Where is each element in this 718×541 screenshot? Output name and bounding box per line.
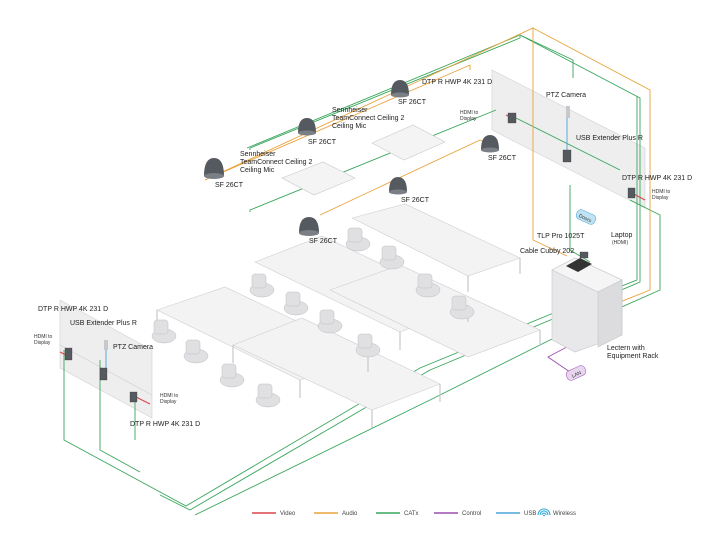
legend-item-video: Video [252,511,296,517]
laptop-device [566,258,592,272]
ceiling-speaker-4 [204,158,224,179]
chair [379,245,405,270]
legend-item-control: Control [434,511,481,517]
legend-item-audio: Audio [314,511,358,517]
dtp-left-bottom-label: DTP R HWP 4K 231 D [130,421,200,428]
doors-badge [575,209,597,225]
doors-label: Doors [578,213,593,224]
lan-label: LAN [571,370,583,380]
laptop-hdmi-label: (HDMI) [612,240,628,246]
legend-item-usb: USB [496,511,536,517]
speaker-1-label: SF 26CT [398,99,427,106]
legend-item-catx: CATx [376,511,419,517]
usb-ext-right-label: USB Extender Plus R [576,135,643,142]
chair [151,319,177,344]
touch-panel [579,251,589,259]
usb-extender-right [562,149,572,163]
ceiling-speaker-3 [481,135,499,153]
ptz-camera-right-label: PTZ Camera [546,92,586,99]
chair [449,295,475,320]
legend: Video Audio CATx Control USB Wireless [252,508,576,517]
dtp-receiver-left-bottom [129,391,138,403]
speaker-6-label: SF 26CT [309,238,338,245]
chair [255,383,281,408]
ptz-camera-left [104,340,108,350]
legend-label: USB [524,511,536,517]
catx-cables [63,34,661,516]
chair [317,309,343,334]
usb-extender-left [99,367,108,381]
dtp-left-top-label: DTP R HWP 4K 231 D [38,306,108,313]
legend-label: Wireless [553,511,576,517]
chair [283,291,309,316]
legend-label: Control [462,511,481,517]
speaker-4-label: SF 26CT [215,182,244,189]
dtp-receiver-right [627,187,636,199]
chairs [151,227,475,408]
ptz-camera-left-label: PTZ Camera [113,344,153,351]
legend-label: Video [280,511,296,517]
chair [355,333,381,358]
laptop-label: Laptop [611,232,633,239]
chair [219,363,245,388]
ceiling-speaker-1 [391,80,409,98]
ceiling-mic-panel-left [281,161,356,196]
lectern [551,251,623,353]
ceiling-mic-panel-right [371,124,446,161]
lan-badge [565,365,587,381]
wifi-icon [537,508,551,517]
legend-label: CATx [404,511,419,517]
chair [183,339,209,364]
legend-item-wireless: Wireless [537,508,576,517]
chair [249,273,275,298]
dtp-receiver-top-right [507,112,517,124]
dtp-right-label: DTP R HWP 4K 231 D [622,175,692,182]
tlp-label: TLP Pro 1025T [537,233,585,240]
usb-ext-left-label: USB Extender Plus R [70,320,137,327]
ceiling-speaker-2 [298,118,316,136]
ptz-camera-right [566,106,570,118]
chair [345,227,371,252]
speaker-2-label: SF 26CT [308,139,337,146]
dtp-receiver-left-top [64,347,73,361]
chair [415,273,441,298]
speaker-3-label: SF 26CT [488,155,517,162]
cable-cubby-label: Cable Cubby 202 [520,248,574,255]
legend-label: Audio [342,511,358,517]
speaker-5-label: SF 26CT [401,197,430,204]
ceiling-speaker-6 [299,217,319,236]
dtp-top-right-label: DTP R HWP 4K 231 D [422,79,492,86]
ceiling-speaker-5 [389,177,407,195]
